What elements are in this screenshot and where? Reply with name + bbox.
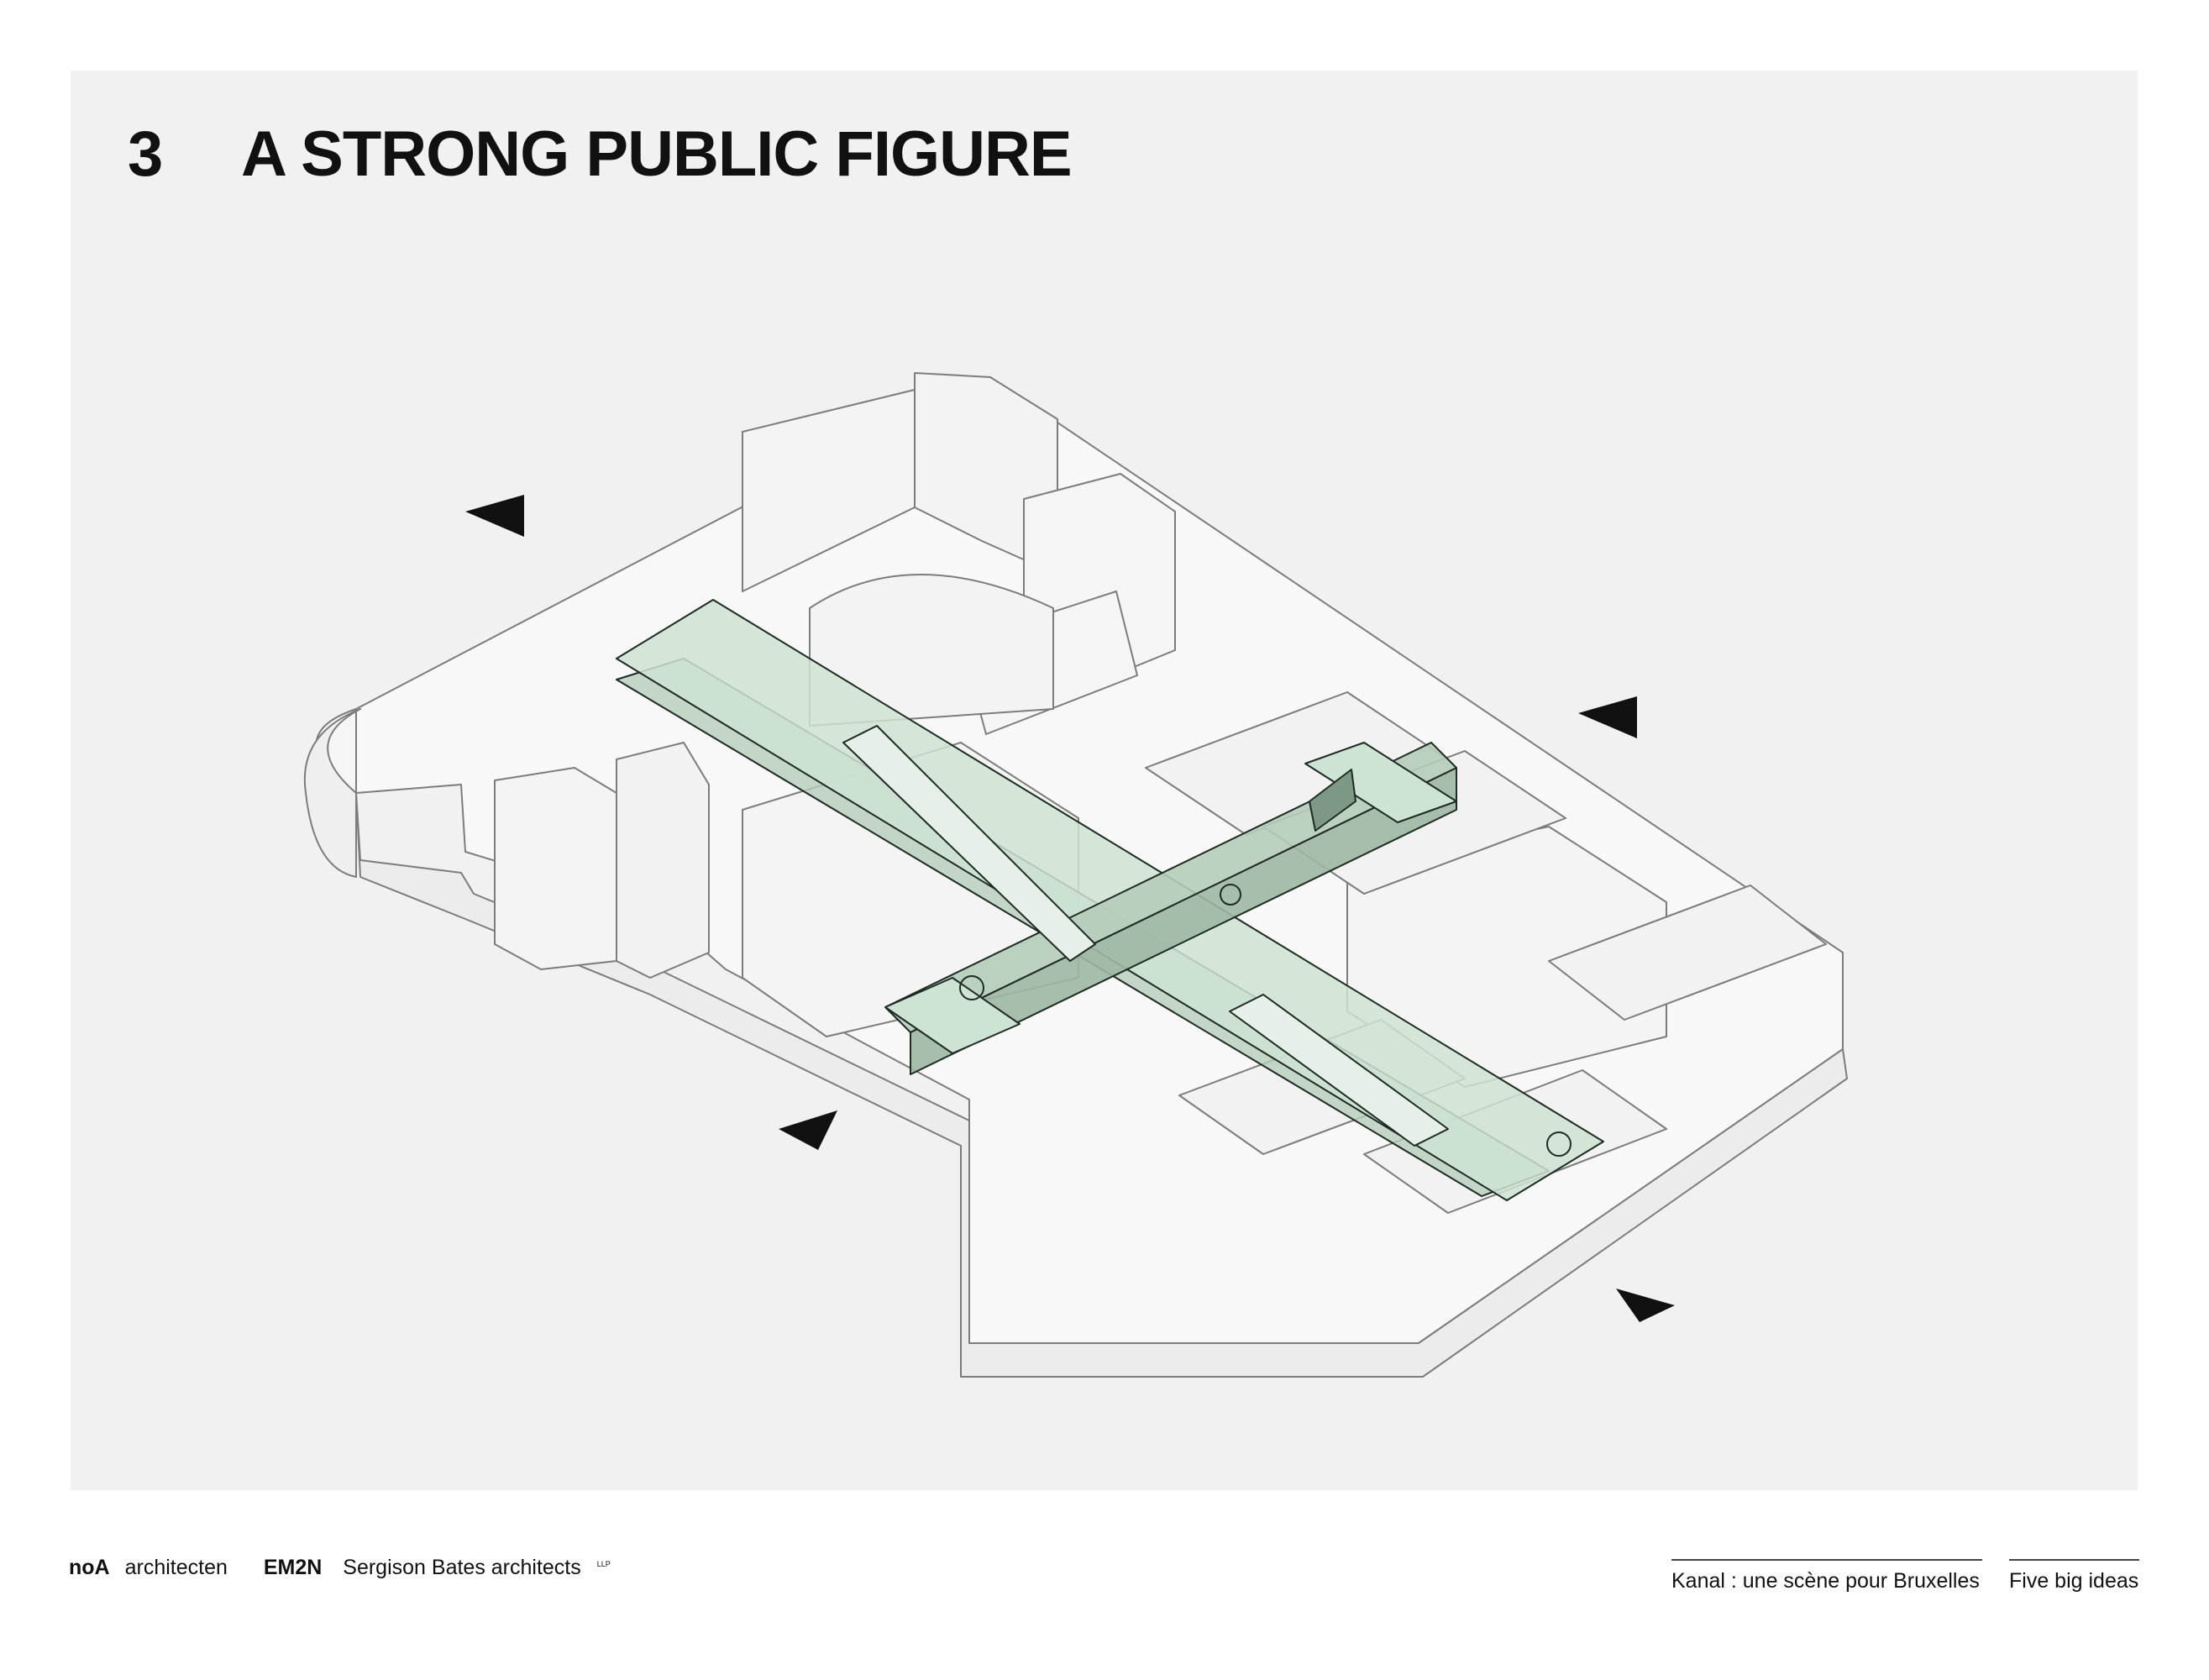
firm-em2n: EM2N — [263, 1556, 323, 1579]
building-mass-front — [355, 792, 1848, 1378]
west-platform — [884, 977, 1021, 1054]
view-direction-arrow — [1578, 696, 1637, 738]
left-tower-2 — [616, 742, 710, 979]
stair-ramp-2 — [1229, 994, 1449, 1147]
slide-title: 3 A STRONG PUBLIC FIGURE — [128, 118, 1073, 191]
view-direction-arrow — [779, 1110, 837, 1150]
east-platform — [1304, 742, 1457, 823]
series-name: Five big ideas — [2009, 1559, 2139, 1593]
left-tower — [494, 767, 617, 970]
diagram-panel: 3 A STRONG PUBLIC FIGURE — [71, 71, 2138, 1490]
view-direction-arrow — [1616, 1289, 1675, 1322]
idea-title: A STRONG PUBLIC FIGURE — [241, 118, 1073, 190]
view-direction-arrow — [465, 495, 524, 537]
vaulted-hall — [809, 574, 1054, 727]
spiral-stair-icon — [1220, 884, 1241, 906]
axonometric-diagram — [303, 372, 1848, 1378]
idea-number: 3 — [128, 118, 163, 190]
stair-ramp — [842, 725, 1096, 962]
spiral-stair-icon — [959, 975, 984, 1000]
project-name: Kanal : une scène pour Bruxelles — [1671, 1559, 1982, 1593]
rear-block — [742, 389, 916, 592]
curved-wall — [303, 708, 361, 878]
sawtooth-roof-3 — [1548, 885, 1827, 1021]
balustrade — [1309, 769, 1356, 832]
spiral-stair-icon — [1546, 1131, 1571, 1157]
view-arrows — [465, 495, 1675, 1322]
